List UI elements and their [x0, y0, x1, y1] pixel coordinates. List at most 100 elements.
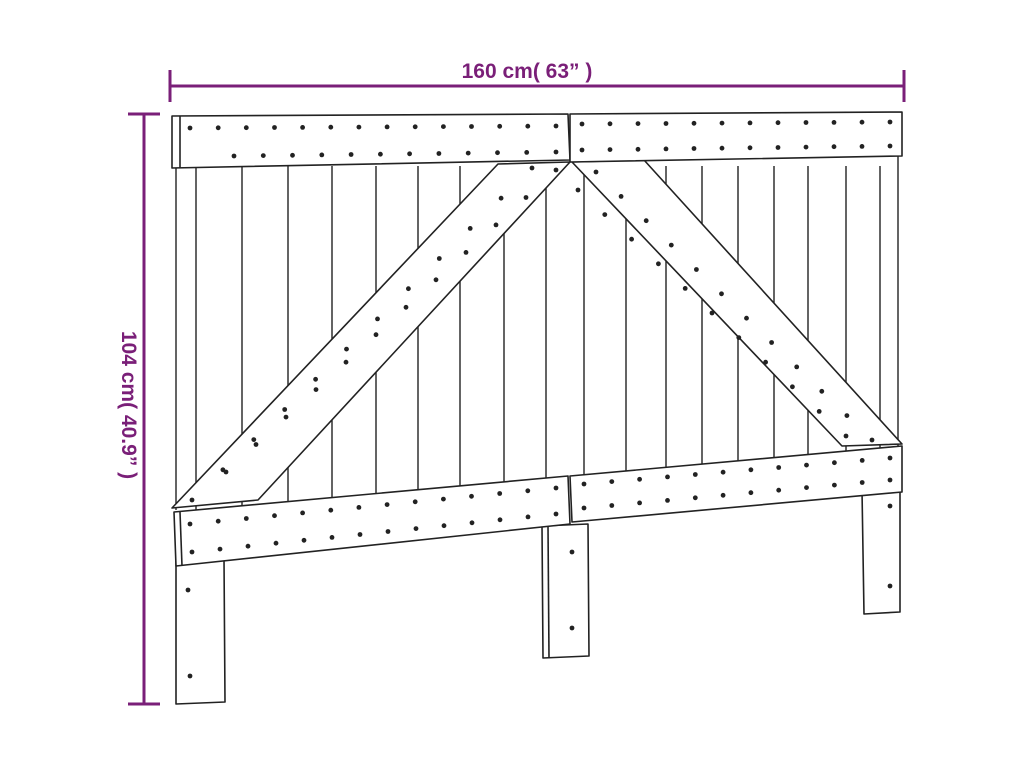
screw-dot [523, 195, 529, 200]
screw-dot [553, 167, 559, 173]
screw-dot [441, 523, 447, 529]
screw-holes [185, 119, 893, 679]
screw-dot [581, 481, 587, 487]
screw-dot [529, 165, 535, 171]
screw-dot [215, 125, 221, 131]
width-dimension: 160 cm( 63” ) [168, 60, 906, 102]
lower-rail-right [569, 445, 903, 523]
screw-dot [831, 144, 837, 150]
screw-dot [609, 479, 615, 484]
screw-dot [887, 583, 893, 589]
screw-dot [736, 335, 742, 340]
screw-dot [629, 236, 634, 242]
screw-dot [553, 149, 559, 155]
screw-dot [319, 152, 325, 158]
screw-dot [579, 147, 585, 153]
screw-dot [413, 526, 419, 531]
screw-dot [887, 503, 893, 509]
screw-dot [384, 502, 390, 507]
screw-dot [553, 123, 559, 129]
screw-dot [373, 332, 379, 338]
screw-dot [469, 493, 474, 499]
screw-dot [579, 121, 585, 127]
screw-dot [282, 407, 288, 412]
screw-dot [187, 125, 193, 131]
screw-dot [348, 152, 354, 157]
screw-dot [375, 316, 380, 322]
screw-dot [663, 121, 669, 126]
screw-dot [859, 480, 865, 485]
screw-dot [887, 455, 893, 461]
screw-dot [223, 469, 229, 475]
screw-dot [189, 549, 195, 555]
screw-dot [816, 409, 822, 414]
screw-dot [656, 261, 661, 267]
screw-dot [747, 145, 753, 151]
screw-dot [859, 144, 865, 149]
screw-dot [273, 540, 279, 546]
screw-dot [215, 518, 221, 524]
screw-dot [245, 543, 251, 549]
screw-dot [607, 147, 613, 153]
screw-dot [859, 458, 865, 463]
screw-dot [569, 549, 575, 555]
screw-dot [844, 413, 850, 418]
screw-dot [187, 521, 193, 527]
screw-dot [719, 145, 725, 151]
screw-dot [794, 364, 800, 370]
screw-dot [831, 120, 837, 125]
screw-dot [329, 535, 335, 540]
screw-dot [436, 151, 442, 156]
screw-dot [357, 532, 363, 537]
leg-right [861, 487, 901, 615]
width-label: 160 cm( 63” ) [462, 60, 593, 83]
screw-dot [344, 346, 349, 352]
screw-dot [609, 503, 615, 508]
screw-dot [189, 497, 195, 503]
screw-dot [720, 469, 726, 475]
screw-dot [403, 304, 409, 310]
screw-dot [869, 437, 875, 443]
screw-dot [769, 340, 774, 345]
screw-dot [463, 250, 469, 255]
screw-dot [301, 537, 307, 543]
screw-dot [887, 477, 893, 483]
screw-dot [668, 242, 674, 248]
screw-dot [553, 485, 559, 491]
screw-dot [607, 121, 613, 127]
brace-left [171, 161, 571, 509]
screw-dot [300, 125, 305, 130]
screw-dot [260, 153, 266, 159]
screw-dot [804, 462, 809, 468]
screw-dot [465, 150, 471, 156]
screw-dot [635, 121, 641, 126]
screw-dot [524, 150, 530, 155]
screw-dot [290, 152, 295, 158]
screw-dot [300, 510, 305, 516]
screw-dot [665, 498, 670, 503]
lower-rail-edge [179, 511, 183, 567]
legs [175, 487, 901, 705]
height-dimension: 104 cm( 40.9” ) [117, 112, 160, 706]
screw-dot [328, 507, 334, 513]
screw-dot [525, 488, 531, 494]
screw-dot [243, 125, 249, 131]
screw-dot [497, 517, 503, 523]
screw-dot [776, 465, 782, 470]
screw-dot [272, 125, 277, 130]
screw-dot [887, 119, 893, 125]
screw-dot [253, 442, 259, 447]
screw-dot [493, 222, 499, 228]
screw-dot [553, 511, 559, 517]
screw-dot [407, 151, 412, 157]
screw-dot [692, 495, 698, 501]
screw-dot [748, 490, 754, 496]
screw-dot [343, 359, 349, 365]
screw-dot [575, 187, 581, 193]
screw-dot [748, 467, 754, 473]
screw-dot [231, 153, 237, 159]
screw-dot [251, 437, 257, 442]
screw-dot [495, 150, 500, 156]
screw-dot [569, 625, 575, 631]
screw-dot [719, 291, 724, 297]
